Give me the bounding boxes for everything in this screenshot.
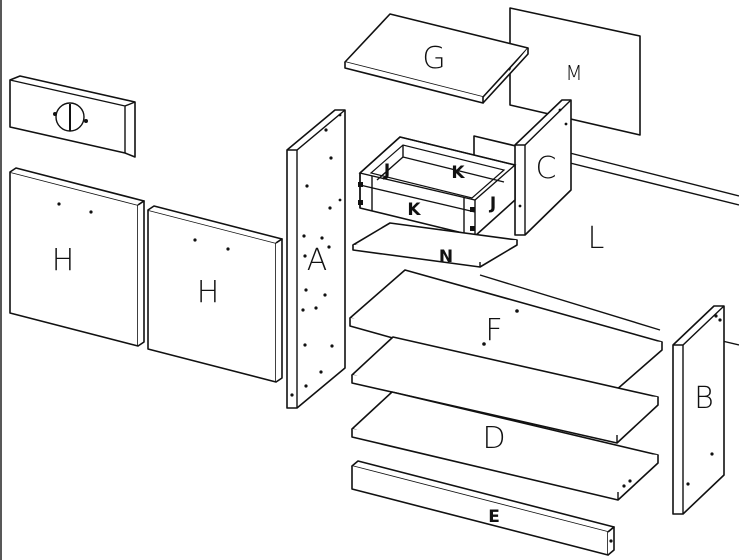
drawer-box bbox=[358, 136, 517, 237]
label-d: D bbox=[482, 421, 505, 456]
label-a: A bbox=[307, 243, 328, 278]
label-l: L bbox=[588, 221, 605, 256]
label-j-left: J bbox=[383, 161, 390, 181]
label-h-right: H bbox=[197, 275, 220, 310]
part-f-shelf bbox=[349, 269, 663, 399]
part-i-plinth bbox=[9, 75, 136, 158]
part-b-side-panel bbox=[672, 305, 725, 515]
label-b: B bbox=[694, 381, 714, 416]
label-e: E bbox=[488, 507, 500, 527]
label-j-right: J bbox=[489, 194, 496, 214]
label-h-left: H bbox=[52, 243, 75, 278]
label-g: G bbox=[422, 41, 445, 76]
part-e-rail bbox=[351, 460, 615, 556]
part-a-side-panel bbox=[286, 109, 346, 409]
label-n: N bbox=[439, 247, 453, 267]
a-dowel-holes bbox=[290, 113, 342, 397]
label-f: F bbox=[485, 313, 502, 348]
label-k-back: K bbox=[451, 163, 465, 183]
part-middle-shelf bbox=[351, 336, 659, 444]
part-n-drawer-bottom bbox=[352, 222, 518, 268]
part-l-back-panel bbox=[479, 149, 739, 346]
part-h-right-door bbox=[147, 205, 283, 383]
label-k-front: K bbox=[407, 200, 421, 220]
part-h-left-door bbox=[9, 167, 145, 347]
part-d-bottom-shelf bbox=[351, 391, 659, 501]
label-c: C bbox=[536, 151, 557, 186]
part-g-top-panel bbox=[344, 13, 529, 104]
label-m: M bbox=[565, 61, 582, 85]
